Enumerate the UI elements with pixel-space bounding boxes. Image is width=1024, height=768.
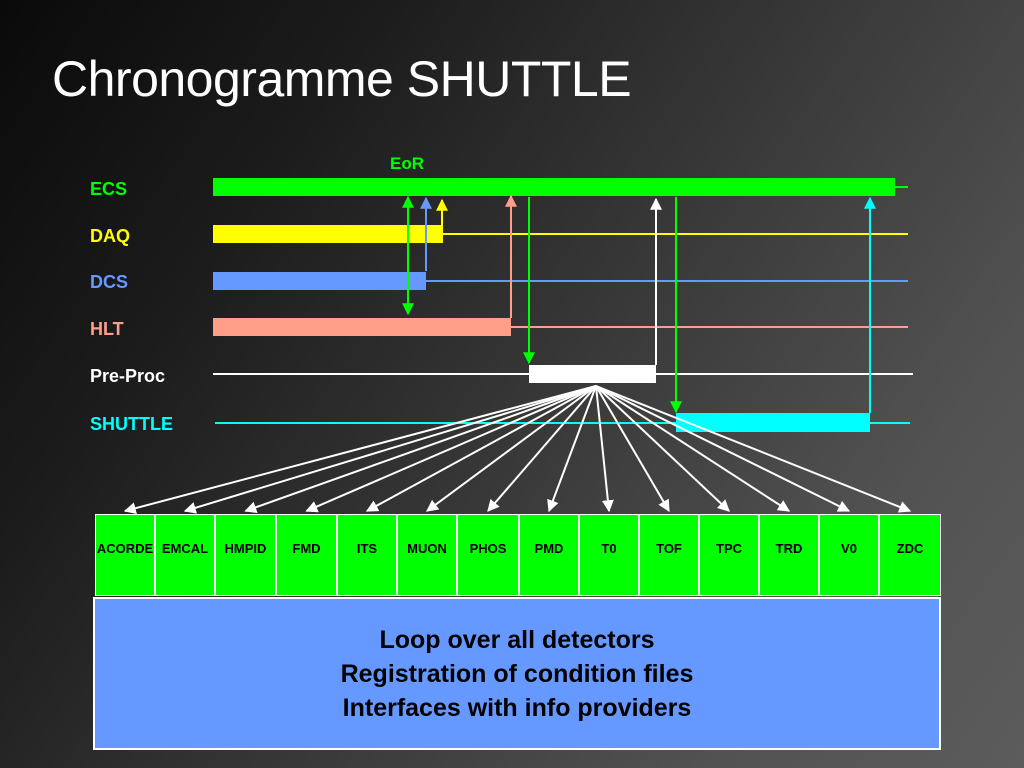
daq-bar <box>213 225 443 243</box>
detector-pmd: PMD <box>519 514 579 596</box>
info-box: Loop over all detectors Registration of … <box>93 597 941 750</box>
fan-arrow-phos <box>487 385 597 512</box>
fan-arrow-t0 <box>595 385 614 513</box>
fan-arrow-acorde <box>123 385 597 515</box>
detector-muon: MUON <box>397 514 457 596</box>
info-line-2: Registration of condition files <box>340 660 694 688</box>
fan-arrow-zdc <box>595 385 912 513</box>
fan-arrow-fmd <box>305 385 597 513</box>
shuttle-bar <box>676 413 870 432</box>
fan-arrow-v0 <box>595 385 851 512</box>
ecs-bar <box>213 178 895 196</box>
detector-phos: PHOS <box>457 514 519 596</box>
detector-hmpid: HMPID <box>215 514 276 596</box>
fan-arrow-trd <box>595 385 791 512</box>
info-line-1: Loop over all detectors <box>379 626 655 654</box>
row-label-dcs: DCS <box>90 272 129 292</box>
detector-its: ITS <box>337 514 397 596</box>
fan-arrow-its <box>365 385 597 512</box>
pre-proc-bar <box>529 365 656 383</box>
detector-t0: T0 <box>579 514 639 596</box>
slide-title: Chronogramme SHUTTLE <box>52 51 632 107</box>
row-label-pre-proc: Pre-Proc <box>90 366 166 386</box>
info-line-3: Interfaces with info providers <box>342 694 692 722</box>
row-label-shuttle: SHUTTLE <box>90 414 173 434</box>
detector-tpc: TPC <box>699 514 759 596</box>
dcs-bar <box>213 272 426 290</box>
eor-label: EoR <box>390 154 424 173</box>
fan-arrow-hmpid <box>244 385 597 514</box>
fan-arrow-tof <box>595 385 670 513</box>
detector-trd: TRD <box>759 514 819 596</box>
hlt-bar <box>213 318 511 336</box>
row-label-ecs: ECS <box>90 179 128 199</box>
detector-emcal: EMCAL <box>155 514 215 596</box>
detector-zdc: ZDC <box>879 514 941 596</box>
detector-v0: V0 <box>819 514 879 596</box>
fan-arrow-emcal <box>183 385 597 514</box>
detector-fmd: FMD <box>276 514 337 596</box>
row-label-daq: DAQ <box>90 226 130 246</box>
row-label-hlt: HLT <box>90 319 124 339</box>
detector-tof: TOF <box>639 514 699 596</box>
fan-out-arrows <box>123 385 912 515</box>
fan-arrow-tpc <box>595 385 730 512</box>
detector-acorde: ACORDE <box>95 514 155 596</box>
fan-arrow-muon <box>426 385 597 512</box>
fan-arrow-pmd <box>547 385 597 513</box>
